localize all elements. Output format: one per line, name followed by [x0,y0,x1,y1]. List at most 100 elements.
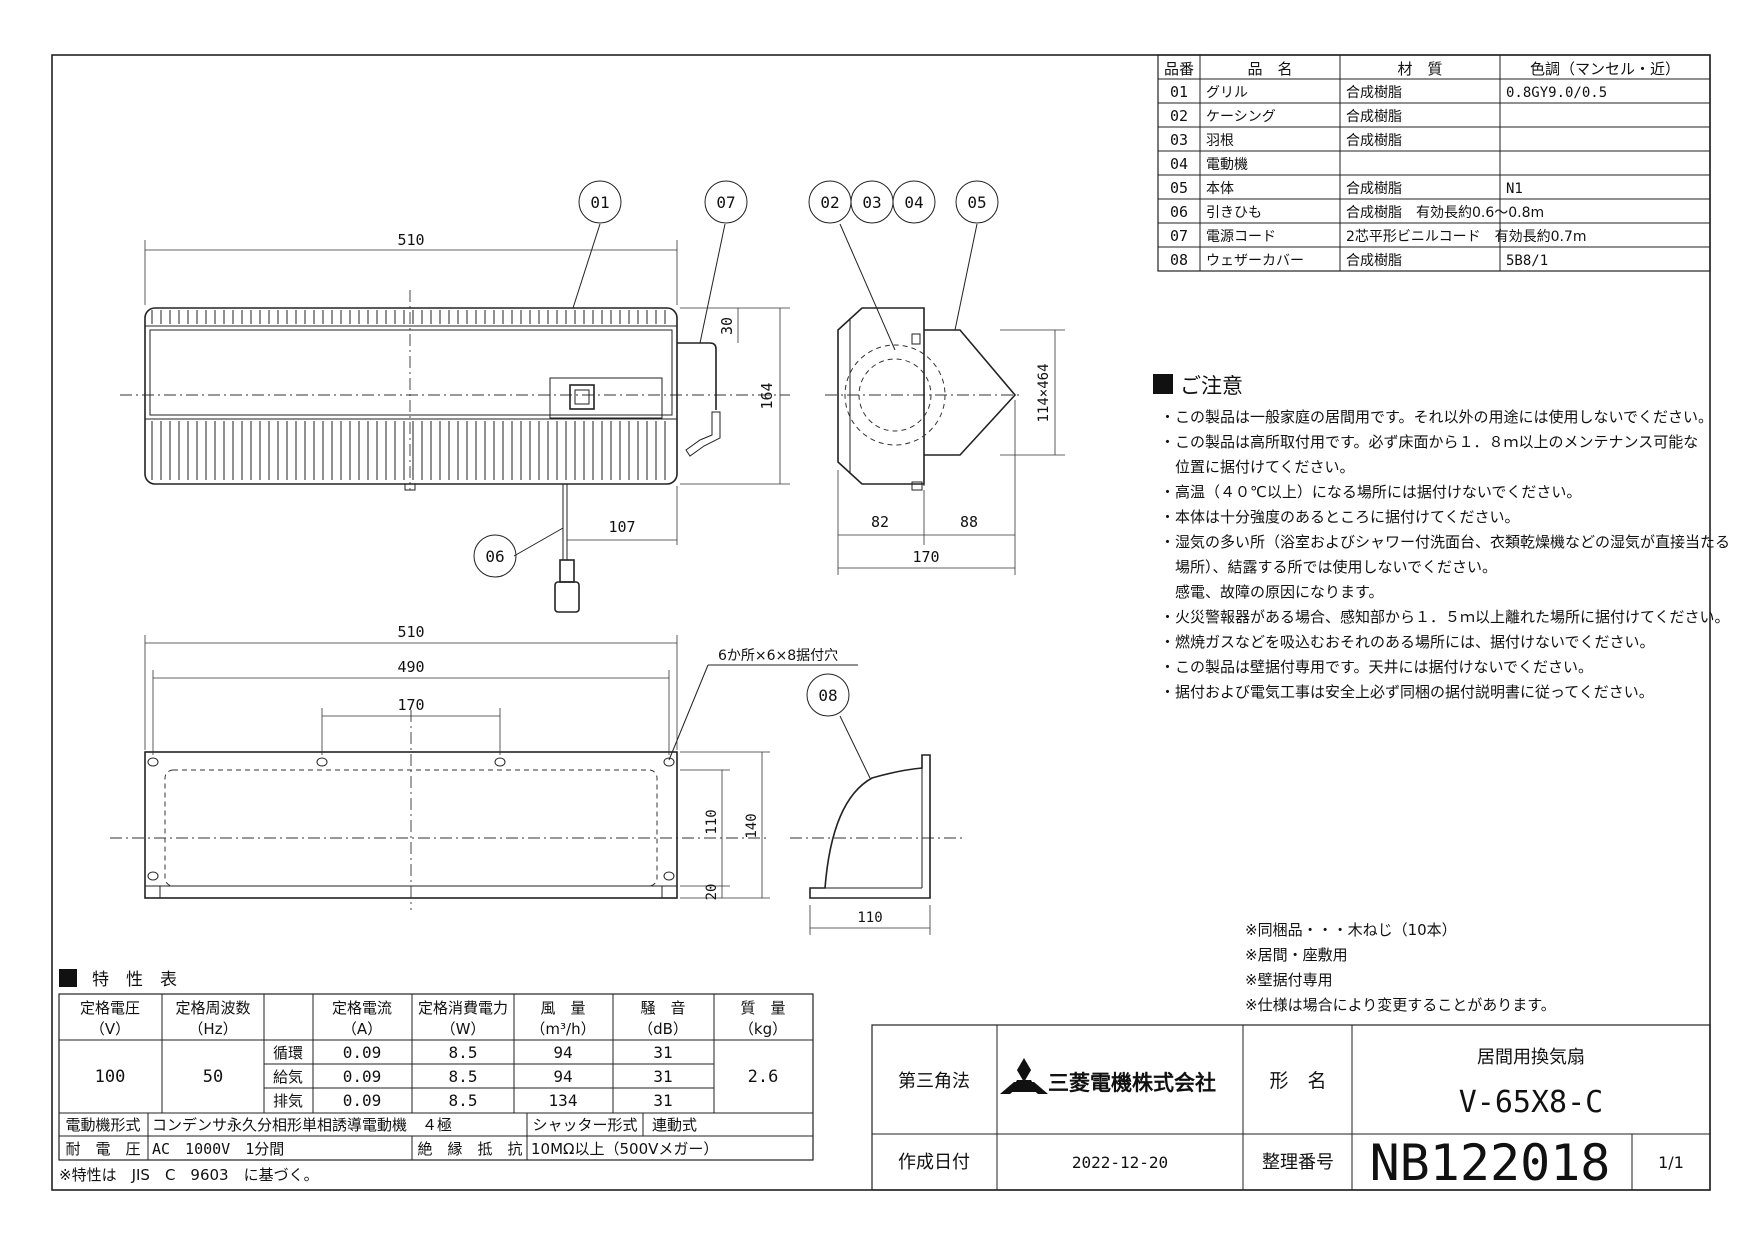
spec-withstand-value: AC 1000V 1分間 [152,1140,284,1158]
callout-01: 01 [578,180,622,224]
spec-current: 0.09 [343,1067,382,1086]
parts-material: 合成樹脂 [1346,181,1402,197]
parts-material: 合成樹脂 [1346,133,1402,149]
spec-flow: 94 [553,1067,572,1086]
dim-front-height: 164 [758,382,776,409]
spec-header: （W） [441,1020,486,1038]
title-block: 第三角法 三菱電機株式会社 形 名 居間用換気扇 V-65X8-C 作成日付 2… [871,1024,1711,1192]
spec-section: 特 性 表 定格電圧（V）定格周波数（Hz）定格電流（A）定格消費電力（W）風 … [58,969,814,1184]
parts-no: 05 [1170,179,1188,197]
spec-header: 質 量 [740,999,785,1017]
caution-line: ・湿気の多い所（浴室およびシャワー付洗面台、衣類乾燥機などの湿気が直接当たる [1160,533,1730,551]
date-label: 作成日付 [898,1152,970,1173]
spec-flow: 134 [549,1091,578,1110]
caution-line: 感電、故障の原因になります。 [1160,583,1384,601]
parts-header-name: 品 名 [1247,60,1292,78]
spec-mode-row: 給気 0.09 8.5 94 31 [273,1067,673,1086]
callout-07: 07 [704,180,748,224]
svg-text:06: 06 [485,547,504,566]
note-line: ※同梱品・・・木ねじ（10本） [1245,921,1457,939]
spec-header: 定格電流 [332,999,392,1017]
power-cord [677,342,717,410]
caution-line: ・火災警報器がある場合、感知部から１．５ｍ以上離れた場所に据付けてください。 [1160,608,1730,626]
parts-no: 03 [1170,131,1188,149]
spec-mode: 排気 [273,1092,303,1110]
parts-row: 02 ケーシング 合成樹脂 [1170,107,1402,125]
parts-header-no: 品番 [1164,60,1194,78]
svg-text:08: 08 [818,686,837,705]
spec-mode: 給気 [273,1068,303,1086]
mitsubishi-logo-icon [1000,1058,1048,1094]
spec-power: 8.5 [449,1091,478,1110]
spec-frequency: 50 [203,1067,223,1087]
parts-no: 02 [1170,107,1188,125]
svg-text:05: 05 [967,193,986,212]
parts-color: 5B8/1 [1506,253,1548,269]
drawing-number: NB122018 [1370,1134,1611,1192]
date-value: 2022-12-20 [1072,1153,1168,1172]
caution-line: ・燃焼ガスなどを吸込むおそれのある場所には、据付けないでください。 [1160,633,1655,651]
spec-current: 0.09 [343,1043,382,1062]
dim-side-left: 82 [871,513,889,531]
model-name-label: 形 名 [1269,1070,1326,1092]
callout-08: 08 [806,673,850,717]
caution-square-icon [1153,374,1173,394]
spec-header: （Hz） [188,1020,237,1038]
dim-cover-width: 110 [857,910,882,926]
parts-material: 合成樹脂 [1346,109,1402,125]
callout-leaders [513,223,978,779]
back-view: 510 490 170 6か所×6×8据付穴 110 140 20 [110,623,858,910]
parts-color: N1 [1506,181,1523,197]
spec-header: （A） [342,1020,382,1038]
spec-header: （V） [90,1020,130,1038]
spec-noise: 31 [653,1067,672,1086]
callout-03: 03 [850,180,894,224]
parts-name: ウェザーカバー [1206,253,1304,269]
spec-header: 騒 音 [640,999,685,1017]
note-line: ※居間・座敷用 [1245,946,1348,964]
callout-05: 05 [955,180,999,224]
parts-name: ケーシング [1206,109,1276,125]
spec-header: 定格消費電力 [418,999,508,1017]
weather-cover-view: 110 [790,754,965,935]
callout-06: 06 [473,534,517,578]
spec-header: （dB） [638,1020,688,1038]
spec-footnote: ※特性は JIS C 9603 に基づく。 [59,1166,319,1184]
spec-withstand-label: 耐 電 圧 [65,1140,140,1158]
spec-header: 定格電圧 [80,999,140,1017]
company-name: 三菱電機株式会社 [1048,1071,1216,1095]
caution-line: ・据付および電気工事は安全上必ず同梱の据付説明書に従ってください。 [1160,683,1654,701]
notes-section: ※同梱品・・・木ねじ（10本）※居間・座敷用※壁据付専用※仕様は場合により変更す… [1245,921,1556,1014]
side-view: 114×464 82 88 170 [825,307,1065,575]
svg-text:01: 01 [590,193,609,212]
dim-back-note: 6か所×6×8据付穴 [718,648,838,664]
parts-name: 電源コード [1206,229,1276,245]
front-view: 510 164 30 107 [120,231,790,613]
svg-text:04: 04 [904,193,923,212]
projection-label: 第三角法 [898,1071,970,1092]
spec-square-icon [59,969,77,987]
caution-line: ・高温（４０℃以上）になる場所には据付けないでください。 [1160,483,1581,501]
parts-material: 合成樹脂 有効長約0.6～0.8m [1346,205,1544,221]
callout-02: 02 [808,180,852,224]
caution-line: ・この製品は高所取付用です。必ず床面から１．８ｍ以上のメンテナンス可能な [1160,433,1698,451]
parts-name: 羽根 [1206,133,1234,149]
spec-power: 8.5 [449,1067,478,1086]
parts-name: 引きひも [1206,205,1262,221]
svg-text:07: 07 [716,193,735,212]
svg-text:03: 03 [862,193,881,212]
dim-side-right: 88 [960,513,978,531]
dim-side-total: 170 [912,548,939,566]
spec-header: （m³/h） [530,1020,595,1038]
dim-front-top: 30 [718,317,736,335]
switch [569,384,595,410]
caution-title: ご注意 [1180,374,1243,398]
